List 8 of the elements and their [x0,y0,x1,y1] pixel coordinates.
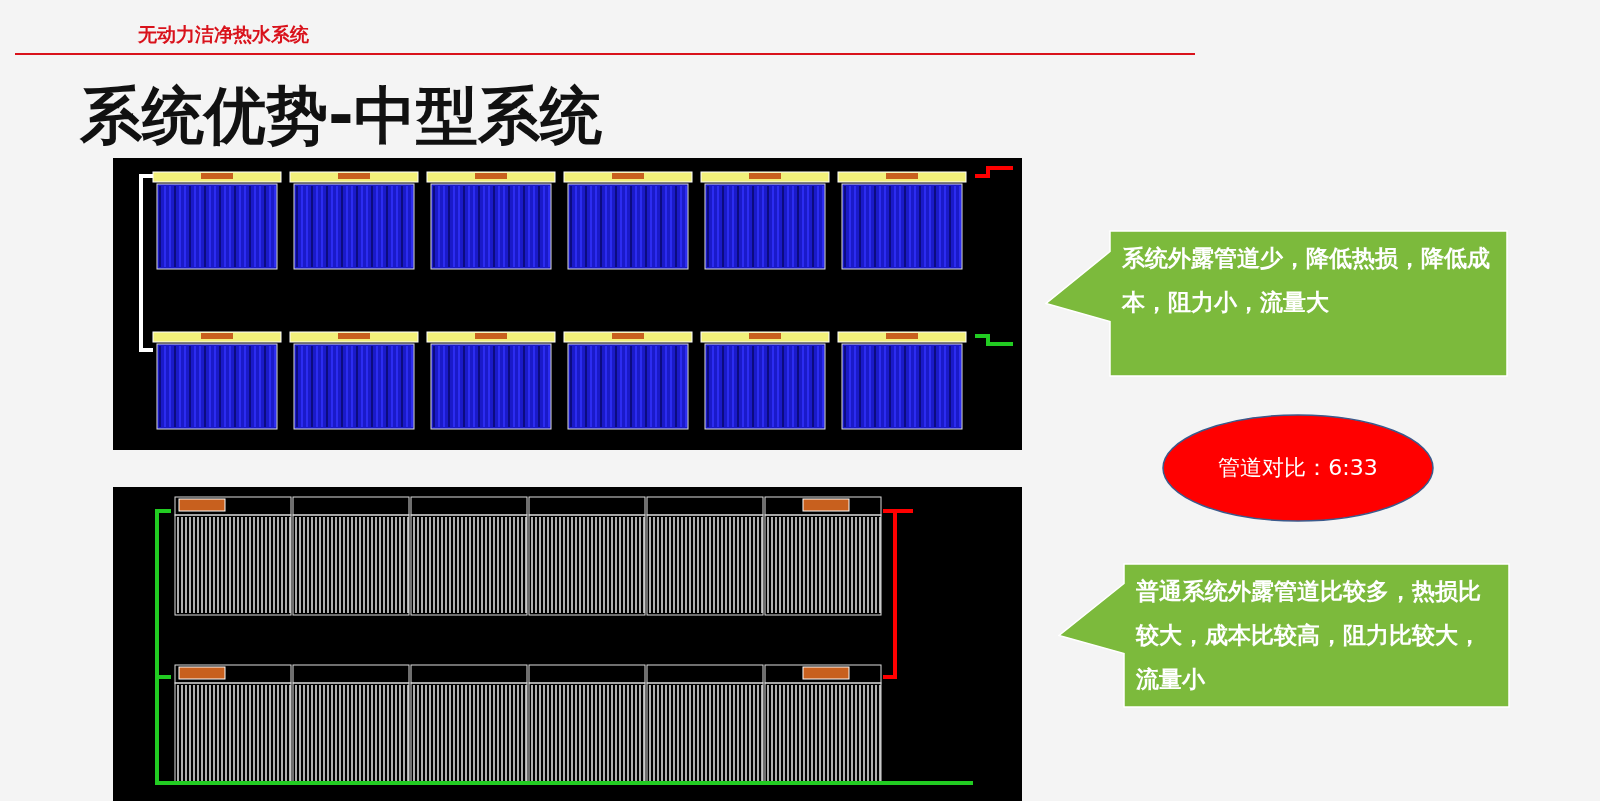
ellipse-text: 管道对比：6:33 [1217,454,1379,482]
callout-text: 普通系统外露管道比较多，热损比较大，成本比较高，阻力比较大，流量小 [1136,577,1482,694]
header-text: 无动力洁净热水系统 [138,22,309,47]
callout-text: 系统外露管道少，降低热损，降低成本，阻力小，流量大 [1122,244,1490,317]
slide-title: 系统优势-中型系统 [80,78,602,154]
callout-box [1045,230,1508,377]
comparison-ellipse [1162,414,1434,522]
callout-box [1058,563,1510,708]
